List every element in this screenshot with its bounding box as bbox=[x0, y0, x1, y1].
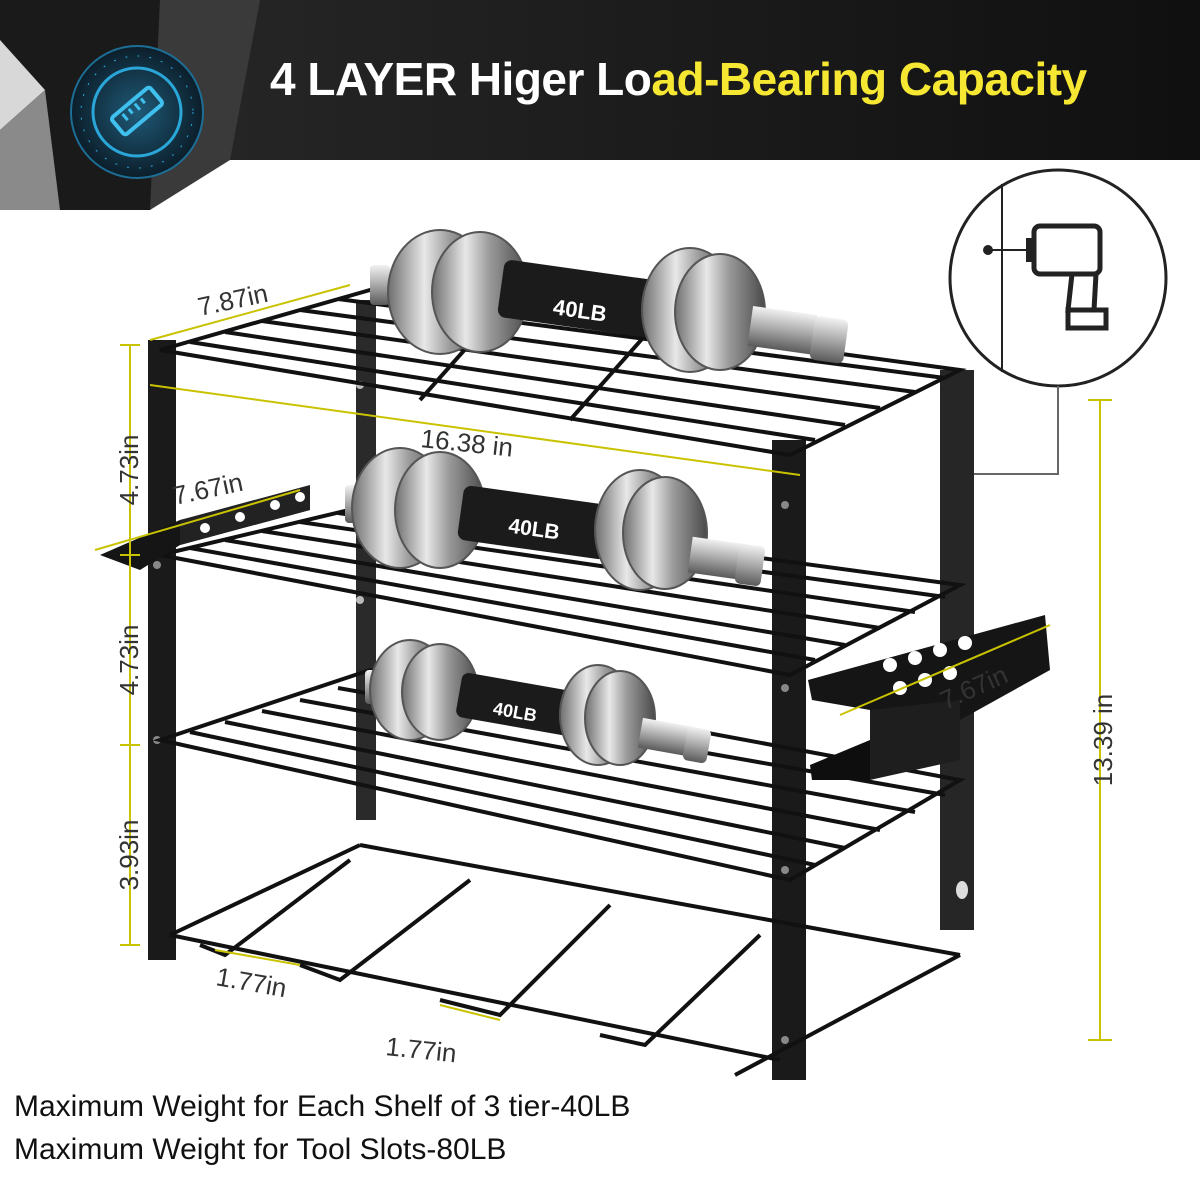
note-slot-weight: Maximum Weight for Tool Slots-80LB bbox=[14, 1133, 507, 1166]
dumbbell-top bbox=[370, 229, 849, 373]
left-tool-holder bbox=[100, 485, 310, 570]
dim-height-total: 13.39 in bbox=[1088, 694, 1118, 787]
shelf-top bbox=[159, 287, 967, 458]
dim-gap-1: 4.73in bbox=[114, 435, 144, 506]
tool-slot-shelf bbox=[169, 843, 961, 1077]
weight-notes: Maximum Weight for Each Shelf of 3 tier-… bbox=[14, 1085, 630, 1171]
dumbbell-middle bbox=[345, 447, 766, 591]
title-yellow: ad-Bearing Capacity bbox=[651, 53, 1087, 105]
dim-slot-2: 1.77in bbox=[384, 1031, 458, 1068]
right-tool-holder bbox=[808, 615, 1050, 780]
page-title: 4 LAYER Higer Load-Bearing Capacity bbox=[270, 52, 1087, 106]
dim-gap-3: 3.93in bbox=[114, 820, 144, 891]
dimension-lines bbox=[94, 284, 1112, 1041]
dumbbell-lower bbox=[365, 639, 711, 766]
dim-side-depth: 7.67in bbox=[170, 467, 246, 511]
drill-icon bbox=[948, 168, 1168, 482]
dim-slot-1: 1.77in bbox=[214, 961, 289, 1003]
title-white: 4 LAYER Higer Lo bbox=[270, 53, 652, 105]
ruler-icon bbox=[70, 45, 204, 179]
dim-top-depth: 7.87in bbox=[195, 278, 271, 322]
dim-gap-2: 4.73in bbox=[114, 625, 144, 696]
note-shelf-weight: Maximum Weight for Each Shelf of 3 tier-… bbox=[14, 1090, 631, 1123]
